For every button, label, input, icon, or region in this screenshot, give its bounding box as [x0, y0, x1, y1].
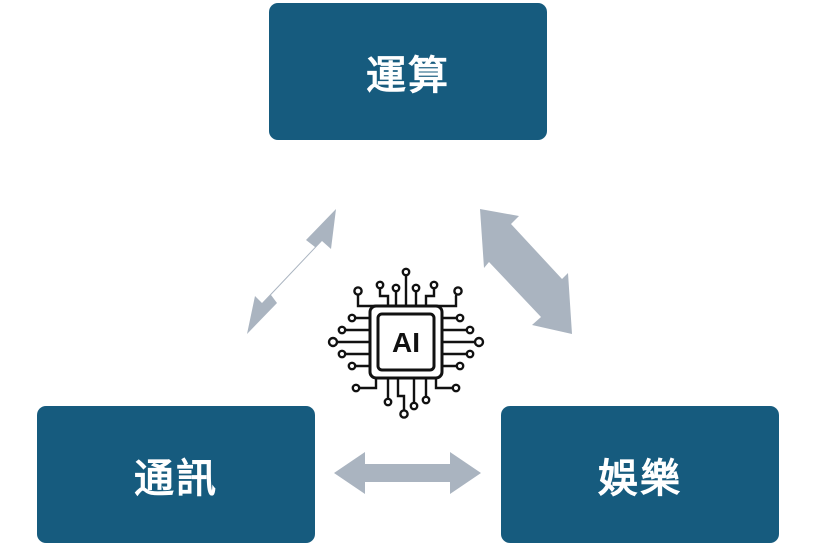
node-box-top: 運算 — [269, 3, 547, 140]
node-label-right: 娛樂 — [598, 455, 682, 502]
node-label-top: 運算 — [366, 52, 450, 99]
node-box-left: 通訊 — [37, 406, 315, 543]
arrow-left-right — [334, 452, 481, 494]
node-box-right: 娛樂 — [501, 406, 779, 543]
node-label-left: 通訊 — [134, 455, 218, 502]
ai-chip-label: AI — [392, 327, 420, 358]
arrow-left-top — [247, 209, 336, 334]
ai-chip-icon — [327, 267, 485, 419]
arrow-top-right — [480, 209, 572, 334]
